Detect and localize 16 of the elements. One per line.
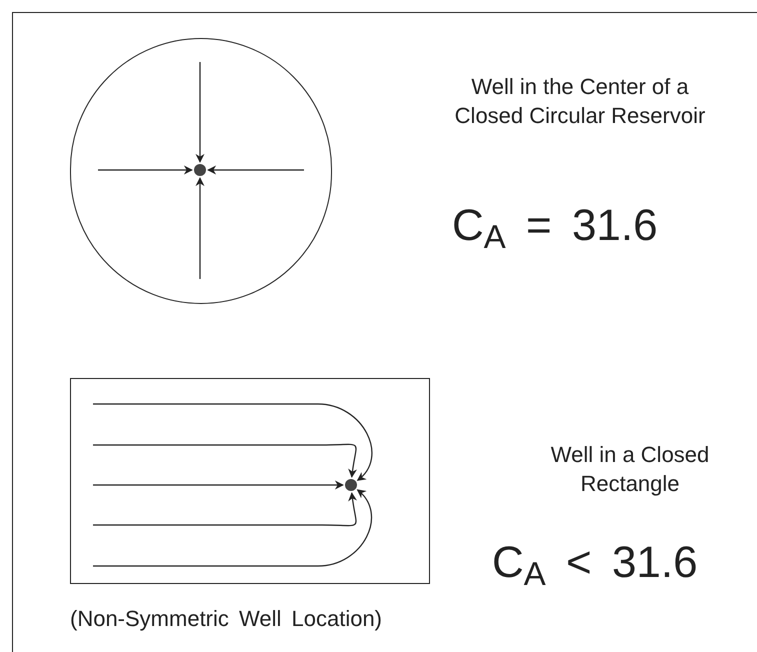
circular-reservoir [70,38,332,304]
rectangular-reservoir [70,378,430,584]
formula-text: C$_{A}$ < 31.6 [492,537,699,589]
flow-arrow [93,480,344,490]
flow-arrow [93,492,358,526]
flow-arrow [93,403,372,481]
flow-arrow [93,489,372,567]
caption-text: (Non-Symmetric Well Location) [70,605,384,633]
flow-arrow [196,62,204,163]
flow-arrow [93,444,358,478]
formula-text: C$_{A}$ = 31.6 [452,200,659,252]
flow-arrow [207,166,304,174]
caption-text: Well in the Center of a Closed Circular Reservoir [454,73,706,130]
caption-text: Well in a Closed Rectangle [550,441,710,498]
flow-arrow [98,166,193,174]
flow-arrow [196,177,204,279]
